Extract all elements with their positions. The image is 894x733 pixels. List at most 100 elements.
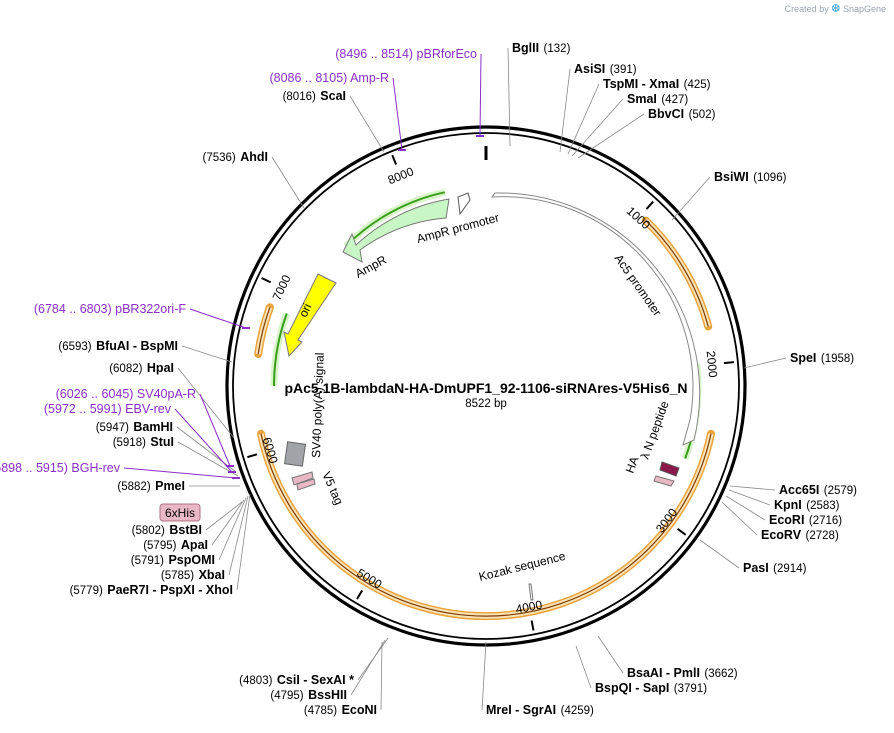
tick-label-7000: 7000 <box>270 272 294 302</box>
ac5-promoter-arrow <box>490 192 701 446</box>
left-green-arc <box>273 313 288 387</box>
primer-2: (6784 .. 6803) pBR322ori-F <box>34 302 187 316</box>
leader-l11 <box>177 367 235 439</box>
tick-label-2000: 2000 <box>704 350 721 378</box>
site-labels: BglII (132)AsiSI (391)TspMI - XmaI (425)… <box>0 39 857 718</box>
enzyme-site-l7: (5802) BstBI <box>132 521 202 538</box>
leader-r14 <box>481 641 487 711</box>
leader-r2 <box>567 83 600 155</box>
tick-2000 <box>723 361 734 365</box>
tick-8000 <box>391 154 398 165</box>
sv40-polya-label: SV40 poly(A) signal <box>309 352 327 458</box>
primer-leader-2 <box>189 308 247 329</box>
ac5-orf-arc <box>645 220 709 327</box>
tick-label-8000: 8000 <box>386 164 416 187</box>
leader-r4 <box>577 113 645 159</box>
leader-r12 <box>597 635 624 674</box>
primer-leader-3 <box>199 393 231 467</box>
leader-l14 <box>349 95 385 153</box>
plasmid-length: 8522 bp <box>465 398 507 410</box>
ha-box <box>659 461 680 477</box>
snapgene-branding: Created by ❆ SnapGene <box>785 2 886 15</box>
enzyme-site-r0: BglII (132) <box>512 39 571 56</box>
leader-l2 <box>357 637 389 681</box>
leader-l7 <box>205 501 243 531</box>
enzyme-site-l8: (5882) PmeI <box>117 477 185 494</box>
leader-r1 <box>559 68 571 153</box>
enzyme-site-r3: SmaI (427) <box>627 90 688 107</box>
leader-l12 <box>181 345 233 363</box>
ampr-green-arc <box>345 191 446 247</box>
kozak-mark <box>528 583 534 601</box>
enzyme-site-r8: KpnI (2583) <box>774 496 840 513</box>
leader-l6 <box>211 499 245 546</box>
enzyme-site-l9: (5918) StuI <box>113 433 174 450</box>
leader-l5 <box>218 497 247 561</box>
primer-3: (6026 .. 6045) SV40pA-R <box>56 387 196 401</box>
tick-5000 <box>356 589 364 600</box>
sv40-polya-box <box>283 441 307 467</box>
backbone-inner-ring <box>232 132 740 640</box>
enzyme-site-l0: (4785) EcoNI <box>304 701 377 718</box>
left-green-arc-band <box>270 312 291 387</box>
enzyme-site-r5: BsiWI (1096) <box>714 168 787 185</box>
leader-l4 <box>228 495 249 576</box>
leader-r6 <box>743 357 787 369</box>
enzyme-site-r10: EcoRV (2728) <box>761 526 839 543</box>
primer-leader-0 <box>479 53 482 137</box>
tick-4000 <box>530 620 535 631</box>
v5-tag-label: V5 tag <box>319 470 346 507</box>
enzyme-site-l6: (5795) ApaI <box>143 536 208 553</box>
primer-1: (8086 .. 8105) Amp-R <box>269 71 389 85</box>
leader-l0 <box>380 641 383 711</box>
snapgene-logo-icon: ❆ <box>831 3 841 15</box>
enzyme-site-l10: (5947) BamHI <box>96 418 173 435</box>
primer-leader-4 <box>174 408 233 473</box>
leader-r13 <box>575 645 592 689</box>
enzyme-site-r7: Acc65I (2579) <box>779 481 857 498</box>
ori-label: ori <box>296 301 314 319</box>
ampr-promoter-arrow <box>457 192 471 216</box>
enzyme-site-l2: (4803) CsiI - SexAI * <box>239 671 354 688</box>
his-tag-box <box>296 478 316 491</box>
enzyme-site-r12: BsaAI - PmlI (3662) <box>627 664 738 681</box>
enzyme-site-l5: (5791) PspOMI <box>131 551 215 568</box>
enzyme-site-l3: (5779) PaeR7I - PspXI - XhoI <box>70 581 233 598</box>
enzyme-site-l4: (5785) XbaI <box>161 566 225 583</box>
leader-l10 <box>176 426 237 473</box>
leader-l1 <box>350 639 386 696</box>
snapgene-name: SnapGene <box>842 4 886 14</box>
his-tag-label: 6xHis <box>165 506 195 520</box>
his-tag-badge <box>159 503 201 522</box>
leader-r0 <box>507 47 511 147</box>
enzyme-site-r13: BspQI - SapI (3791) <box>595 679 707 696</box>
kozak-label: Kozak sequence <box>477 549 567 584</box>
enzyme-site-r2: TspMI - XmaI (425) <box>603 75 711 92</box>
enzyme-site-l11: (6082) HpaI <box>109 359 174 376</box>
primer-leader-5 <box>123 467 237 479</box>
leader-r5 <box>671 176 711 221</box>
enzyme-site-l1: (4795) BssHII <box>270 686 347 703</box>
leader-l13 <box>271 156 305 209</box>
main-orf-arc-band <box>258 433 714 619</box>
tick-7000 <box>261 277 272 284</box>
n-peptide-box <box>653 475 675 487</box>
primer-4: (5972 .. 5991) EBV-rev <box>44 402 172 416</box>
leader-l3 <box>236 493 251 591</box>
leader-r10 <box>721 501 758 536</box>
enzyme-site-l13: (7536) AhdI <box>203 148 268 165</box>
created-by-text: Created by <box>784 4 829 14</box>
main-orf-arc-halo <box>257 429 715 621</box>
plasmid-name: pAc5.1B-lambdaN-HA-DmUPF1_92-1106-siRNAr… <box>284 380 687 396</box>
ac5-promoter-label: Ac5 promoter <box>612 252 665 319</box>
primer-0: (8496 .. 8514) pBRforEco <box>335 47 477 61</box>
leader-r7 <box>729 485 776 491</box>
enzyme-site-l14: (8016) ScaI <box>283 87 346 104</box>
v5-tag-box <box>291 471 314 486</box>
enzyme-site-r4: BbvCI (502) <box>648 105 716 122</box>
leader-l9 <box>177 441 239 477</box>
tick-label-4000: 4000 <box>515 598 544 617</box>
leader-r8 <box>728 489 771 506</box>
primer-5: (5898 .. 5915) BGH-rev <box>0 461 121 475</box>
